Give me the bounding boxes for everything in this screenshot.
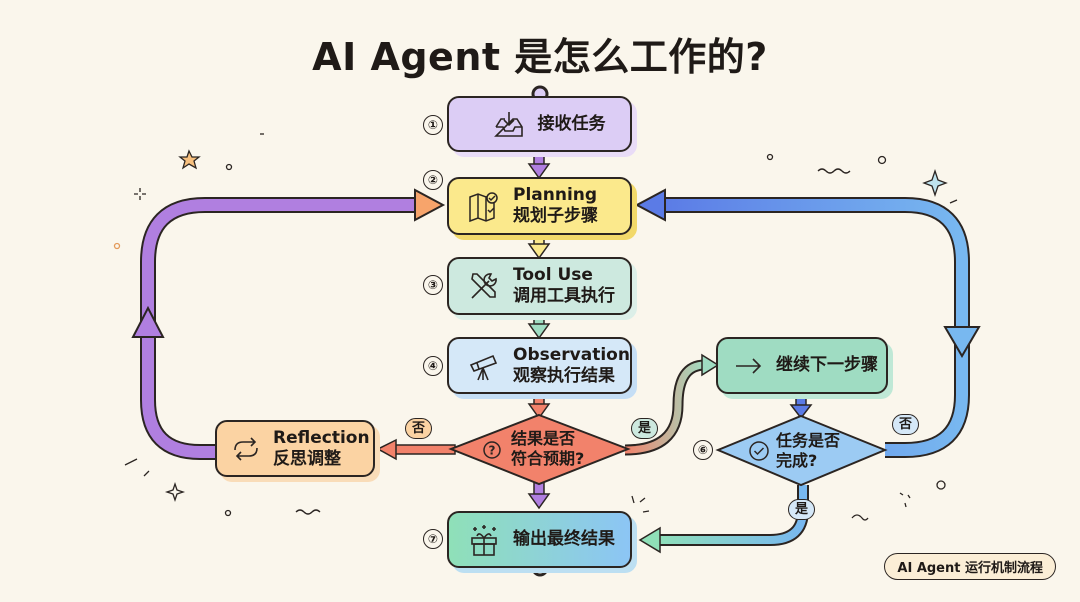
output-label: 输出最终结果 — [513, 529, 615, 549]
decision1-diamond[interactable] — [448, 413, 631, 486]
step-number: ① — [423, 115, 443, 135]
step-receive-task[interactable]: 接收任务 — [447, 96, 632, 152]
inbox-download-icon — [493, 112, 523, 137]
telescope-icon — [469, 354, 498, 380]
edge-label-no: 否 — [892, 414, 920, 435]
check-circle-icon — [749, 441, 769, 461]
step-tool-use[interactable]: Tool Use 调用工具执行 — [447, 257, 632, 315]
arrow-continue-decision2 — [789, 395, 813, 420]
arrow-1-2 — [527, 151, 551, 180]
svg-text:?: ? — [489, 444, 496, 458]
step-title: Planning — [513, 185, 598, 205]
arrow-decision-output — [527, 481, 551, 510]
map-checklist-icon — [469, 192, 498, 223]
step-subtitle: 观察执行结果 — [513, 365, 615, 386]
step-continue[interactable]: 继续下一步骤 — [716, 337, 888, 394]
yes-arrow-to-continue — [624, 353, 720, 456]
step-number: ③ — [423, 275, 443, 295]
step-number: ② — [423, 170, 443, 190]
decision2-label: 任务是否 完成? — [776, 431, 841, 470]
star-icon — [178, 149, 201, 170]
arrow-3-4 — [527, 313, 551, 340]
decorations — [113, 133, 958, 521]
loop-arrows-icon — [234, 436, 258, 461]
no-arrow-to-reflection — [376, 438, 456, 461]
step-number: ⑥ — [693, 440, 713, 460]
tools-icon — [471, 273, 497, 299]
footer-caption: AI Agent 运行机制流程 — [884, 553, 1056, 580]
step-title: Tool Use — [513, 265, 593, 285]
step-subtitle: 规划子步骤 — [513, 206, 598, 226]
sparkle-icon — [164, 481, 186, 503]
sparkle-icon — [922, 168, 948, 198]
edge-label-yes: 是 — [631, 418, 659, 439]
reflection-loop-arrow — [131, 188, 446, 460]
edge-label-no: 否 — [405, 418, 433, 439]
retry-loop-arrow — [634, 188, 981, 458]
reflection-subtitle: 反思调整 — [273, 448, 341, 469]
arrow-right-icon — [736, 357, 762, 374]
arrow-4-decision — [527, 392, 551, 420]
step-observation[interactable]: Observation 观察执行结果 — [447, 337, 632, 394]
edge-label-yes: 是 — [788, 499, 816, 520]
step-number: ④ — [423, 356, 443, 376]
step-title: Observation — [513, 344, 630, 365]
gift-icon — [471, 524, 497, 556]
step-output-result[interactable]: 输出最终结果 — [447, 511, 632, 568]
step-planning[interactable]: Planning 规划子步骤 — [447, 177, 632, 235]
page-title: AI Agent 是怎么工作的? — [312, 35, 768, 79]
question-icon: ? — [483, 441, 501, 459]
step-reflection[interactable]: Reflection 反思调整 — [215, 420, 375, 477]
step-subtitle: 调用工具执行 — [513, 286, 615, 306]
step-label: 接收任务 — [537, 113, 606, 134]
decision1-label: 结果是否 符合预期? — [511, 429, 585, 468]
yes-arrow-to-output — [638, 485, 809, 554]
continue-label: 继续下一步骤 — [776, 355, 878, 375]
reflection-title: Reflection — [273, 427, 370, 448]
arrow-2-3 — [527, 233, 551, 260]
decision2-diamond[interactable] — [715, 414, 888, 487]
step-number: ⑦ — [423, 529, 443, 549]
